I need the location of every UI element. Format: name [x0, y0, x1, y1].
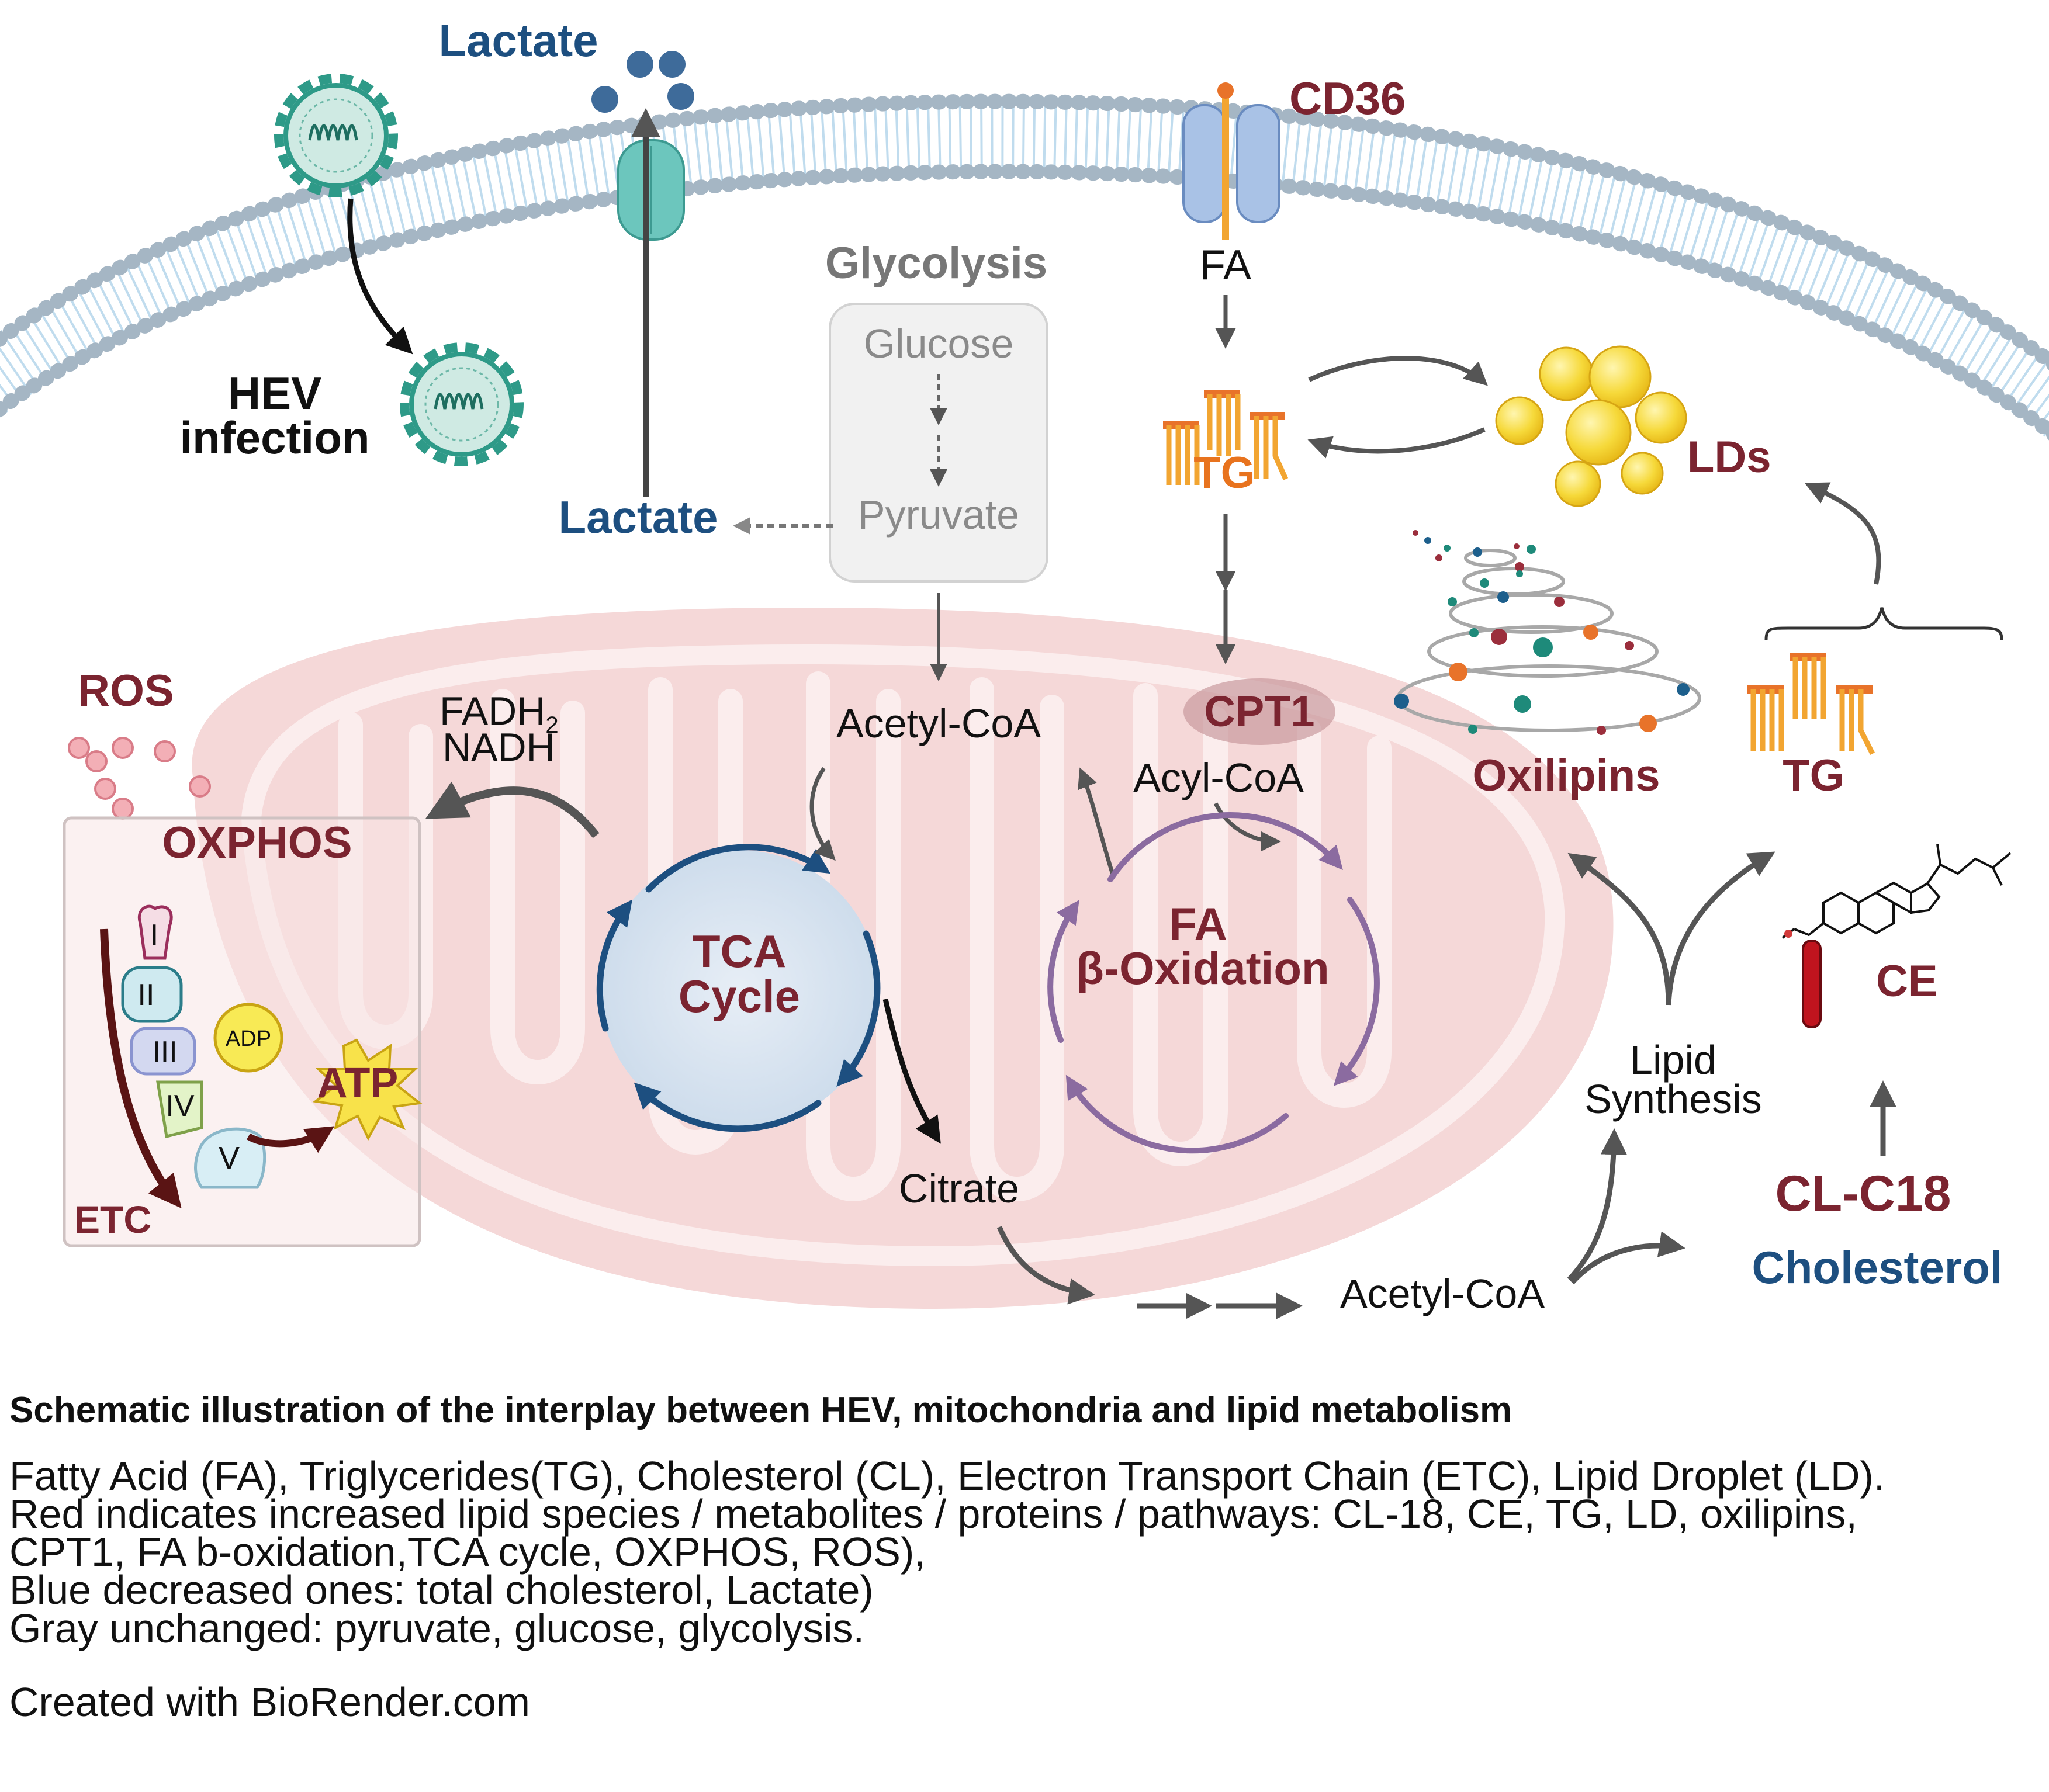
svg-text:I: I [150, 918, 158, 952]
lds-label: LDs [1687, 432, 1771, 482]
lipid-droplets [1495, 345, 1687, 507]
tg-right-icon [1747, 653, 1875, 755]
hev-virus-outside [274, 74, 398, 197]
acyl-coa-label: Acyl-CoA [1133, 755, 1304, 800]
complex-iv: IV [156, 1080, 203, 1139]
citrate-label: Citrate [899, 1166, 1019, 1211]
cell-membrane [0, 93, 2049, 441]
cd36-transporter [1182, 82, 1280, 240]
ce-label: CE [1876, 956, 1938, 1006]
lactate-out-label: Lactate [438, 15, 598, 66]
lactate-molecules [591, 51, 694, 113]
ce-cylinder-icon [1802, 940, 1822, 1028]
svg-text:IV: IV [165, 1089, 194, 1123]
complex-v: V [194, 1127, 266, 1189]
caption-line-2: Red indicates increased lipid species / … [9, 1491, 1857, 1537]
ros-molecules [68, 737, 211, 820]
complex-i: I [137, 904, 173, 960]
hev-entry-arrow [347, 198, 413, 355]
lipid-synthesis-label-1: Lipid [1630, 1037, 1716, 1083]
tg-right-label: TG [1783, 751, 1844, 800]
adp-to-atp-arrow [247, 1126, 335, 1153]
acetyl-coa-bottom-label: Acetyl-CoA [1340, 1271, 1545, 1316]
svg-text:II: II [138, 978, 155, 1012]
complex-ii: II [121, 966, 183, 1023]
pathway-diagram: HEV infection Lactate CD36 FA Glycolysis… [0, 15, 2049, 1319]
fa-ox-label-1: FA [1169, 898, 1227, 949]
grouping-brace [1764, 607, 2003, 640]
svg-text:V: V [219, 1141, 240, 1176]
caption-line-1: Fatty Acid (FA), Triglycerides(TG), Chol… [9, 1453, 1885, 1499]
lds-to-tg-arrow [1307, 427, 1486, 459]
tca-to-oxphos-arrow [425, 781, 600, 838]
ester-oxygen-icon [1784, 930, 1792, 938]
oxilipins-icon [1394, 530, 1701, 735]
complex-iii: III [130, 1027, 196, 1076]
svg-text:ATP: ATP [317, 1060, 399, 1107]
acetylcoa-to-lipid-synthesis-arrow [1567, 1128, 1627, 1282]
etc-arrow [100, 928, 182, 1209]
cholesterol-label: Cholesterol [1752, 1242, 2002, 1293]
acylcoa-to-faox-arrow [1213, 802, 1281, 852]
ros-label: ROS [78, 666, 174, 716]
caption-credit: Created with BioRender.com [9, 1679, 530, 1725]
cpt1-enzyme [1183, 678, 1335, 745]
lipid-synthesis-to-oxilipins-arrow [1567, 852, 1671, 1006]
figure-caption: Schematic illustration of the interplay … [9, 1390, 2037, 1725]
fa-label: FA [1200, 242, 1251, 289]
etc-label: ETC [74, 1198, 151, 1241]
hev-infection-label-1: HEV [228, 368, 321, 419]
citrate-to-export-arrow [996, 1226, 1095, 1305]
oxphos-label: OXPHOS [162, 818, 352, 868]
hev-infection-label-2: infection [180, 412, 370, 463]
caption-line-5: Gray unchanged: pyruvate, glucose, glyco… [9, 1605, 864, 1651]
lipid-synthesis-to-tg-arrow [1666, 851, 1775, 1006]
acetylcoa-to-cholesterol-arrow [1570, 1231, 1685, 1285]
lactate-transporter [617, 139, 685, 241]
fadh2-label: FADH2 [439, 689, 559, 738]
tca-label-1: TCA [693, 926, 786, 977]
lactate-in-label: Lactate [558, 491, 718, 543]
adp-molecule: ADP [213, 1003, 283, 1073]
faox-to-cpt1-arrow [1078, 767, 1116, 878]
fa-ox-label-2: β-Oxidation [1076, 942, 1329, 994]
group-to-lds-arrow [1804, 482, 1881, 585]
tg-top-icon [1163, 390, 1289, 485]
glucose-label: Glucose [864, 321, 1014, 366]
caption-line-4: Blue decreased ones: total cholesterol, … [9, 1567, 874, 1613]
cd36-label: CD36 [1289, 72, 1406, 124]
nadh-label: NADH [442, 725, 555, 770]
tca-to-citrate-arrow [882, 999, 941, 1144]
atp-burst: ATP [313, 1038, 423, 1141]
glycolysis-box [829, 303, 1048, 583]
pyruvate-label: Pyruvate [858, 492, 1019, 538]
fa-beta-oxidation-cycle [1047, 812, 1380, 1154]
glycolysis-title: Glycolysis [825, 238, 1047, 288]
tca-cycle: TCA Cycle [596, 844, 881, 1132]
svg-text:ADP: ADP [226, 1027, 271, 1051]
acetylcoa-to-tca-arrow [809, 767, 836, 861]
hev-virus-inside [400, 342, 524, 466]
tg-top-label: TG [1193, 448, 1255, 498]
tca-label-2: Cycle [679, 970, 800, 1022]
caption-line-3: CPT1, FA b-oxidation,TCA cycle, OXPHOS, … [9, 1529, 926, 1575]
svg-text:III: III [152, 1035, 177, 1069]
tg-to-lds-arrow [1308, 356, 1488, 386]
cl-c18-label: CL-C18 [1775, 1166, 1951, 1222]
lipid-synthesis-label-2: Synthesis [1584, 1076, 1761, 1122]
cpt1-label: CPT1 [1204, 687, 1314, 736]
caption-title: Schematic illustration of the interplay … [9, 1390, 1512, 1430]
oxilipins-label: Oxilipins [1473, 751, 1660, 800]
acetyl-coa-top-label: Acetyl-CoA [836, 701, 1041, 746]
cholesterol-structure-icon [1781, 844, 2012, 939]
